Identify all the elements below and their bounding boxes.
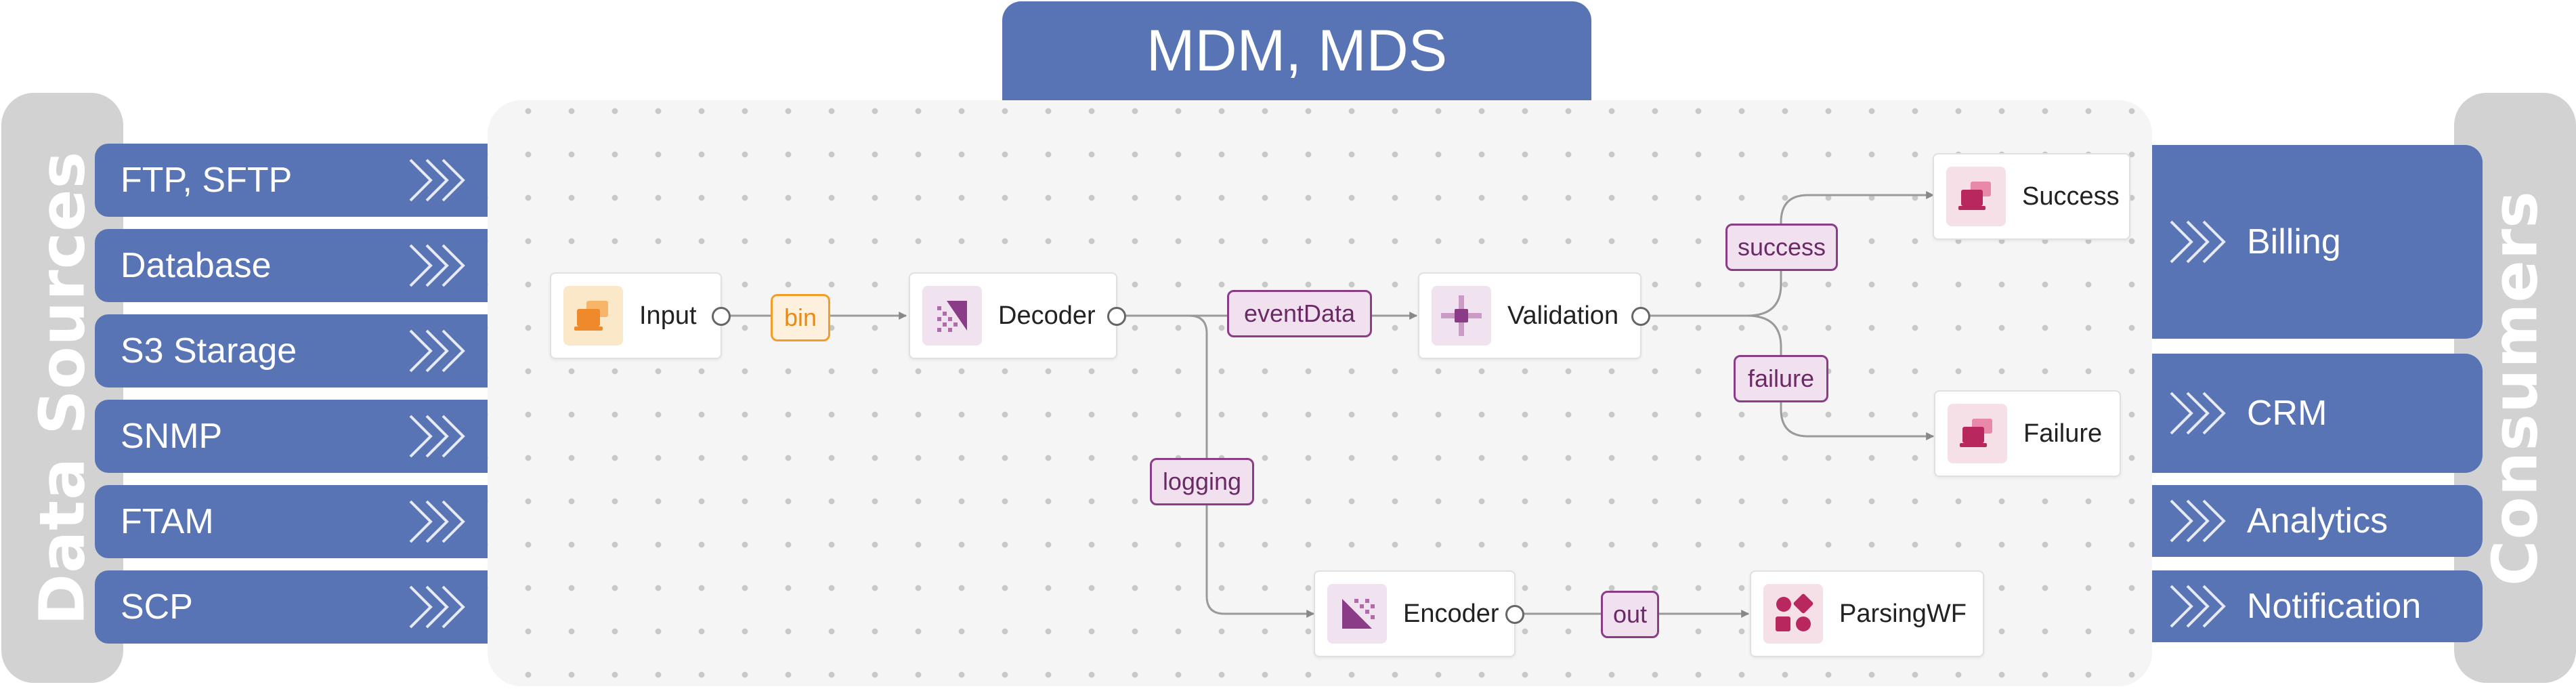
source-item-database[interactable]: Database — [95, 229, 488, 302]
source-label: FTP, SFTP — [121, 161, 293, 200]
success-icon — [1946, 167, 2006, 226]
source-label: SNMP — [121, 417, 223, 456]
node-success[interactable]: Success — [1933, 153, 2130, 240]
chevrons-right-icon — [409, 585, 465, 629]
chevrons-right-icon — [2170, 499, 2226, 543]
node-label: Failure — [2023, 419, 2103, 448]
source-item-scp[interactable]: SCP — [95, 570, 488, 644]
source-label: SCP — [121, 587, 193, 627]
consumer-item-billing[interactable]: Billing — [2152, 145, 2483, 339]
chevrons-right-icon — [2170, 220, 2226, 264]
consumer-label: Notification — [2247, 587, 2422, 626]
output-port[interactable] — [1505, 605, 1524, 624]
source-item-snmp[interactable]: SNMP — [95, 400, 488, 473]
node-input[interactable]: Input — [550, 272, 731, 359]
source-label: S3 Starage — [121, 331, 297, 371]
node-label: Validation — [1507, 301, 1619, 330]
consumer-label: Analytics — [2247, 501, 2388, 541]
decoder-icon — [922, 286, 982, 346]
source-item-ftam[interactable]: FTAM — [95, 485, 488, 558]
edge-validation-failure — [1647, 314, 1935, 440]
node-label: ParsingWF — [1839, 599, 1967, 628]
edge-validation-success — [1647, 191, 1935, 317]
source-label: FTAM — [121, 502, 214, 541]
validation-icon — [1432, 286, 1491, 346]
node-parsingwf[interactable]: ParsingWF — [1750, 570, 1984, 657]
node-decoder[interactable]: Decoder — [909, 272, 1126, 359]
output-port[interactable] — [712, 307, 731, 326]
source-item-ftp-sftp[interactable]: FTP, SFTP — [95, 144, 488, 217]
edge-label-failure[interactable]: failure — [1734, 355, 1828, 402]
node-failure[interactable]: Failure — [1934, 390, 2121, 477]
output-port[interactable] — [1107, 307, 1126, 326]
consumer-label: Billing — [2247, 222, 2341, 261]
chevrons-right-icon — [2170, 585, 2226, 628]
node-label: Success — [2022, 182, 2120, 211]
source-label: Database — [121, 246, 272, 285]
node-label: Decoder — [998, 301, 1096, 330]
chevrons-right-icon — [409, 244, 465, 287]
edge-label-logging[interactable]: logging — [1150, 458, 1254, 505]
chevrons-right-icon — [409, 415, 465, 458]
consumer-item-crm[interactable]: CRM — [2152, 354, 2483, 473]
node-validation[interactable]: Validation — [1418, 272, 1650, 359]
parsingwf-icon — [1763, 584, 1823, 644]
chevrons-right-icon — [409, 159, 465, 202]
chevrons-right-icon — [409, 329, 465, 373]
edge-label-success[interactable]: success — [1725, 224, 1838, 271]
edge-label-out[interactable]: out — [1601, 591, 1659, 638]
chevrons-right-icon — [2170, 392, 2226, 435]
encoder-icon — [1327, 584, 1387, 644]
consumer-item-analytics[interactable]: Analytics — [2152, 485, 2483, 557]
node-encoder[interactable]: Encoder — [1314, 570, 1524, 657]
page-title: MDM, MDS — [1002, 1, 1591, 100]
input-icon — [563, 286, 623, 346]
consumer-label: CRM — [2247, 394, 2327, 433]
node-label: Input — [639, 301, 697, 330]
chevrons-right-icon — [409, 500, 465, 543]
edge-label-bin[interactable]: bin — [771, 294, 830, 341]
source-item-s3-storage[interactable]: S3 Starage — [95, 314, 488, 388]
node-label: Encoder — [1403, 599, 1499, 628]
consumer-item-notification[interactable]: Notification — [2152, 570, 2483, 642]
failure-icon — [1948, 404, 2007, 463]
edge-label-eventdata[interactable]: eventData — [1227, 290, 1372, 337]
output-port[interactable] — [1631, 307, 1650, 326]
